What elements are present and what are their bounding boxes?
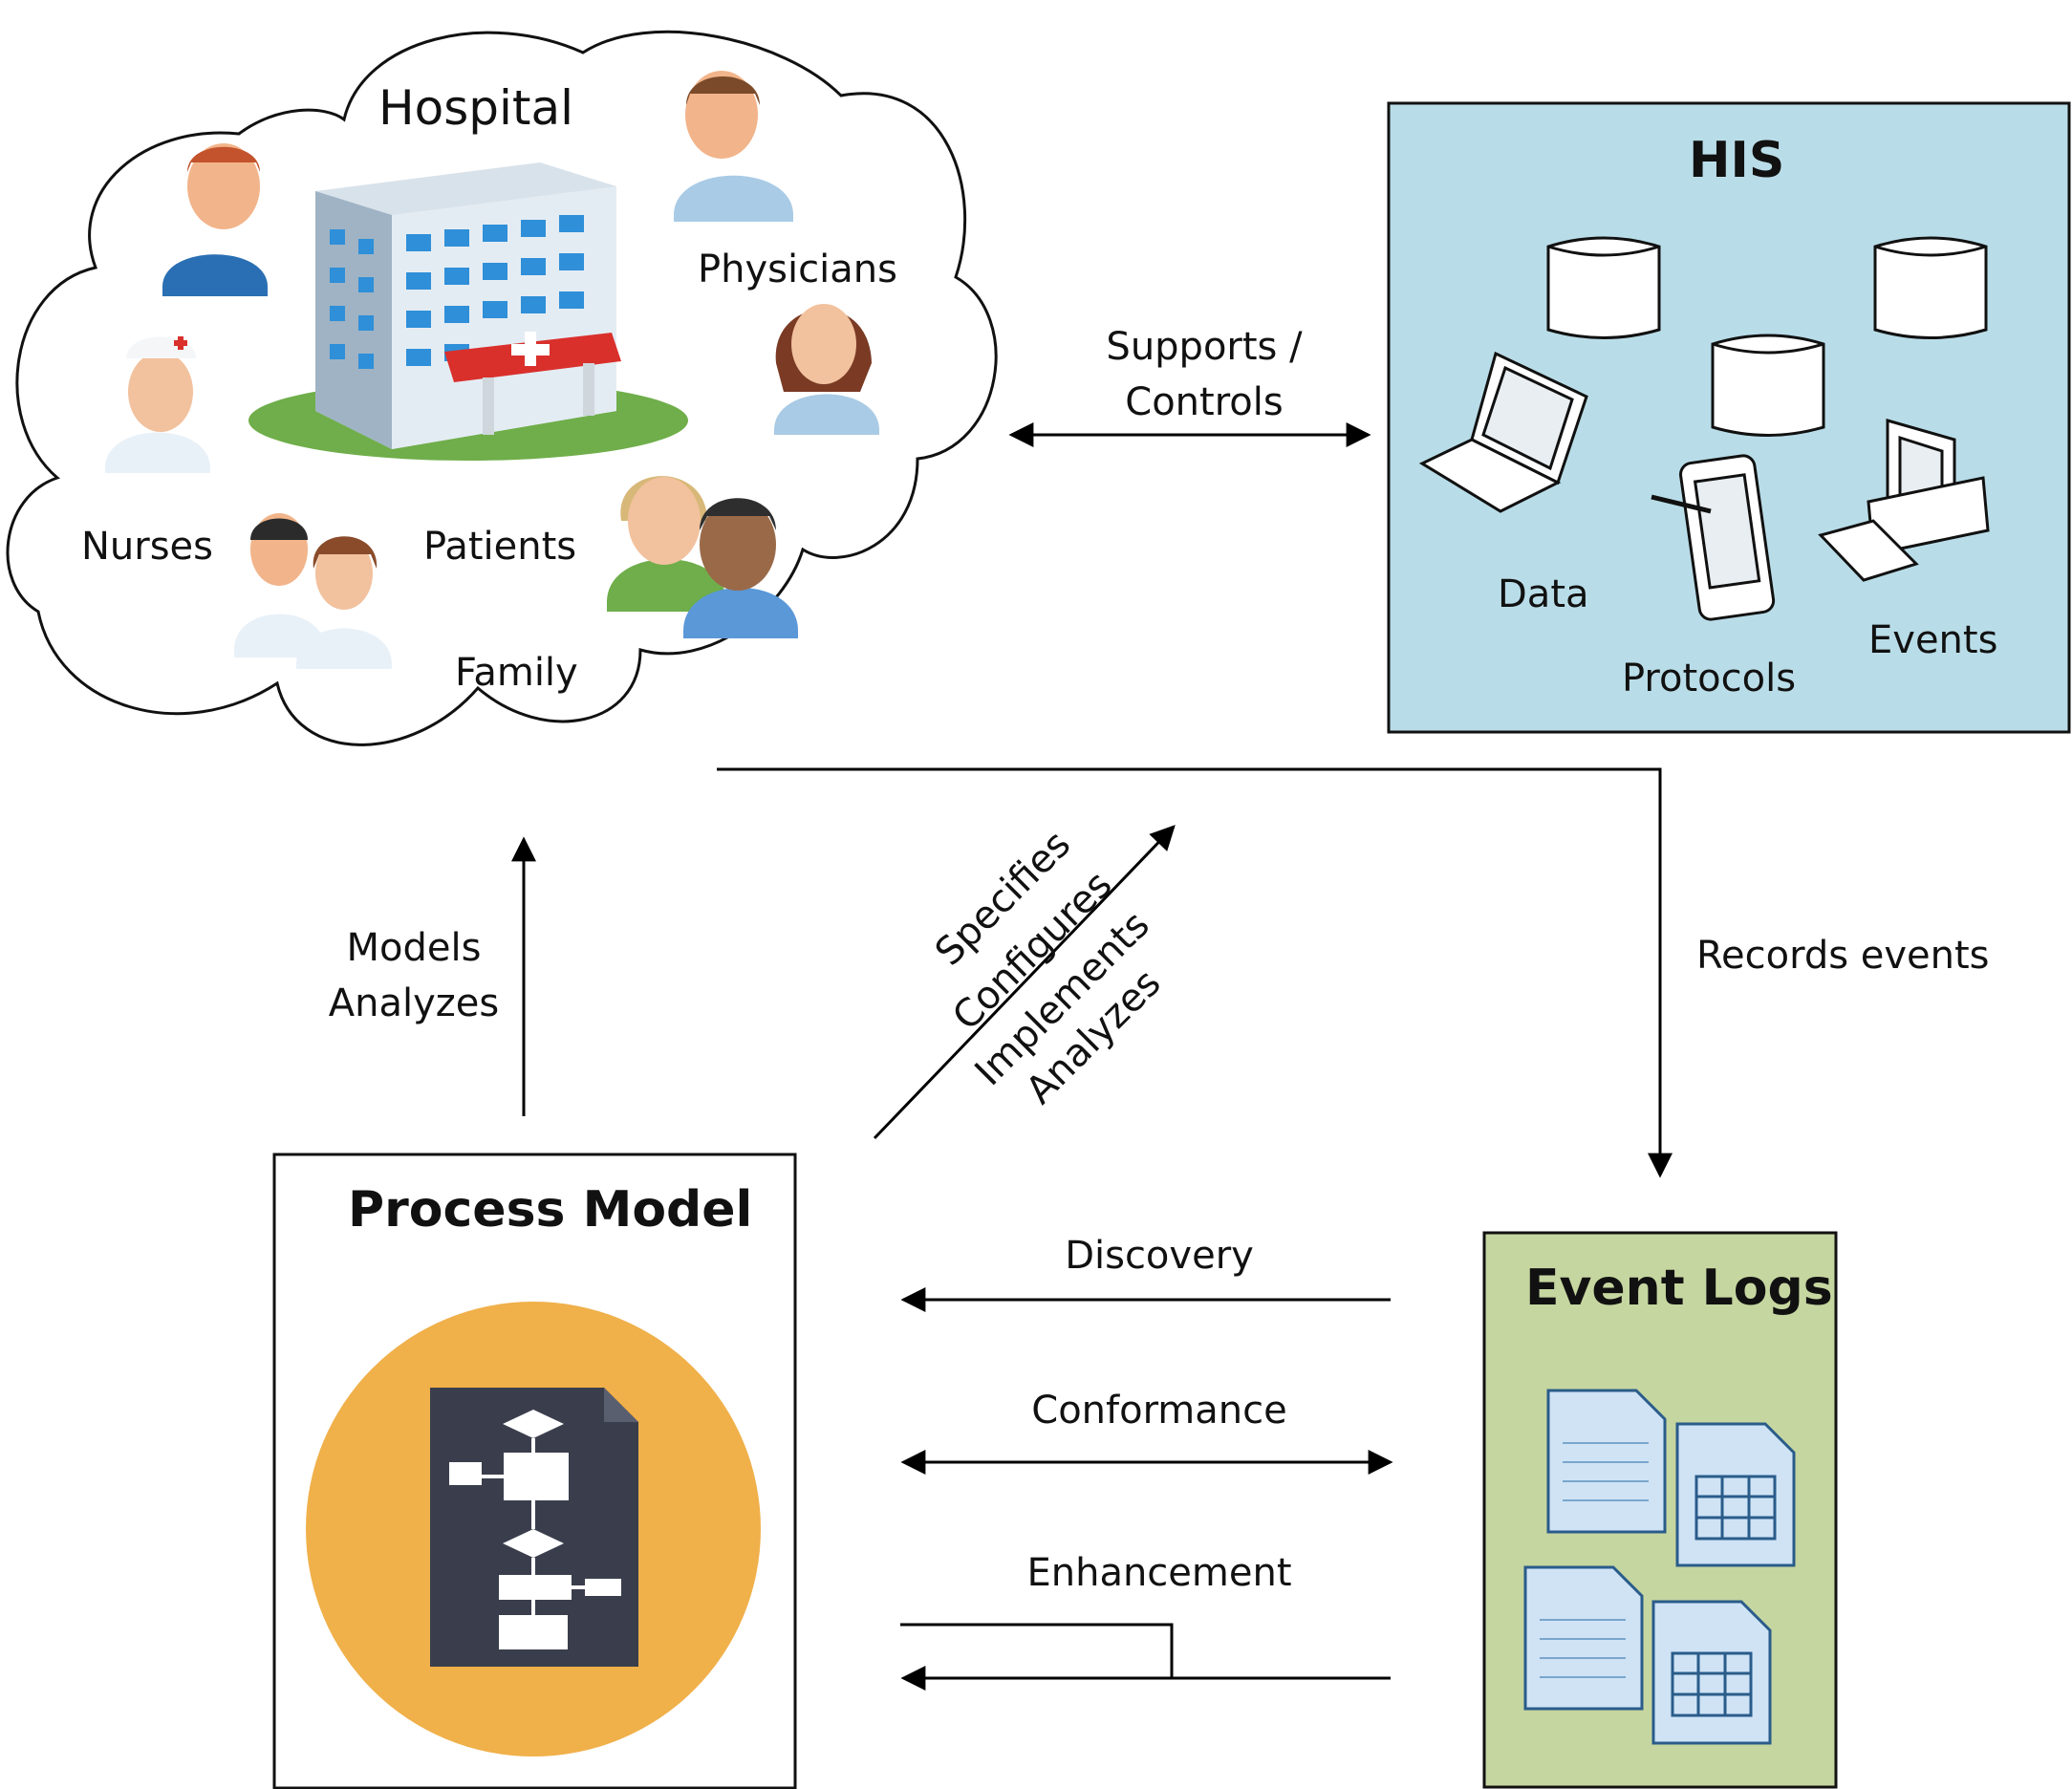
process-model-title: Process Model <box>348 1181 753 1239</box>
supports-controls-label: Supports / Controls <box>1106 325 1303 424</box>
nurses-label: Nurses <box>81 525 214 569</box>
conformance-label: Conformance <box>1031 1389 1287 1433</box>
family-label: Family <box>455 651 578 695</box>
records-events-label: Records events <box>1696 934 1990 978</box>
medical-staff-pair-icon <box>234 513 392 669</box>
enhancement-feedback-line <box>900 1623 1174 1678</box>
desktop-computer-icon <box>1818 419 1990 582</box>
tablet-icon <box>1651 454 1776 621</box>
his-protocols-label: Protocols <box>1622 657 1797 701</box>
nurse-icon <box>105 336 210 473</box>
his-database-icons <box>1546 236 1988 437</box>
models-analyzes-label: Models Analyzes <box>328 926 500 1025</box>
patients-family-icon <box>607 476 798 638</box>
specifies-diagonal-arrow <box>873 825 1176 1140</box>
his-data-label: Data <box>1498 572 1589 616</box>
doctor-male-icon <box>162 143 268 296</box>
records-events-arrow <box>717 767 1673 1178</box>
physician-female-icon <box>774 304 879 435</box>
laptop-icon <box>1418 351 1588 513</box>
physician-male-icon <box>674 71 793 222</box>
flowchart-document-icon <box>430 1388 638 1667</box>
physicians-label: Physicians <box>698 248 897 291</box>
his-title: HIS <box>1689 132 1785 189</box>
patients-label: Patients <box>423 525 577 569</box>
event-log-files-icon <box>1523 1389 1796 1745</box>
event-logs-title: Event Logs <box>1525 1260 1833 1317</box>
enhancement-label: Enhancement <box>1026 1551 1292 1595</box>
his-events-label: Events <box>1868 618 1998 662</box>
hospital-building-icon <box>248 162 688 461</box>
hospital-title: Hospital <box>378 80 574 136</box>
discovery-label: Discovery <box>1065 1234 1254 1278</box>
